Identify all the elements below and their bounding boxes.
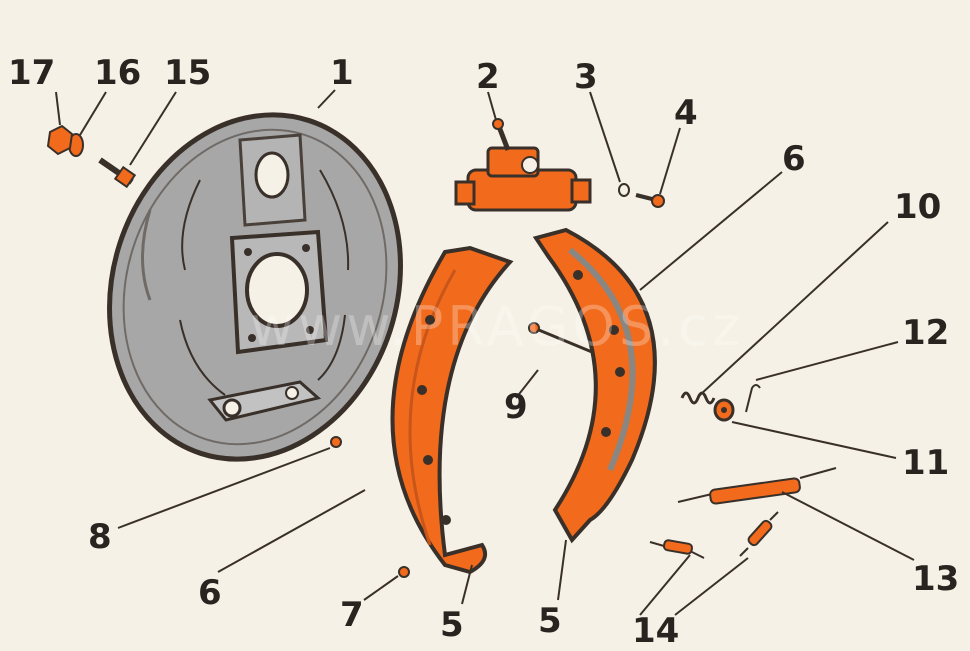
label-7: 7 — [340, 595, 364, 635]
brake-shoe-right — [532, 227, 657, 544]
label-5-right: 5 — [538, 601, 562, 641]
hold-down-pin — [528, 322, 593, 354]
small-screw-8 — [330, 436, 342, 448]
mounting-bolt — [98, 157, 137, 189]
label-12: 12 — [902, 313, 949, 353]
hold-down-spring — [680, 391, 716, 405]
bleeder-screw — [635, 193, 665, 208]
part-labels: 17 16 15 1 2 3 4 6 10 12 11 13 14 5 5 7 … — [8, 53, 959, 651]
label-15: 15 — [164, 53, 211, 93]
cylinder-small-ring — [618, 183, 630, 197]
label-6-top: 6 — [782, 139, 806, 179]
wheel-cylinder — [454, 118, 592, 212]
retaining-pin — [745, 384, 761, 413]
label-10: 10 — [894, 187, 941, 227]
label-17: 17 — [8, 53, 55, 93]
return-spring-long — [677, 467, 837, 505]
label-3: 3 — [574, 57, 598, 97]
label-2: 2 — [476, 57, 500, 97]
label-13: 13 — [912, 559, 959, 599]
label-9: 9 — [504, 387, 528, 427]
brake-shoe-left — [390, 245, 514, 575]
label-1: 1 — [330, 53, 354, 93]
label-5-left: 5 — [440, 605, 464, 645]
return-spring-small-b — [739, 511, 779, 557]
hex-nut — [46, 124, 74, 156]
small-screw-7 — [398, 566, 410, 578]
label-11: 11 — [902, 443, 949, 483]
return-spring-small-a — [649, 539, 705, 559]
label-8: 8 — [88, 517, 112, 557]
label-16: 16 — [94, 53, 141, 93]
leader-lines — [55, 89, 915, 616]
spring-cup — [713, 398, 735, 422]
label-14: 14 — [632, 611, 679, 651]
watermark-text: www.PRAGOS.cz — [250, 295, 744, 358]
label-6-bottom: 6 — [198, 573, 222, 613]
label-4: 4 — [674, 93, 698, 133]
backing-plate — [107, 112, 403, 462]
